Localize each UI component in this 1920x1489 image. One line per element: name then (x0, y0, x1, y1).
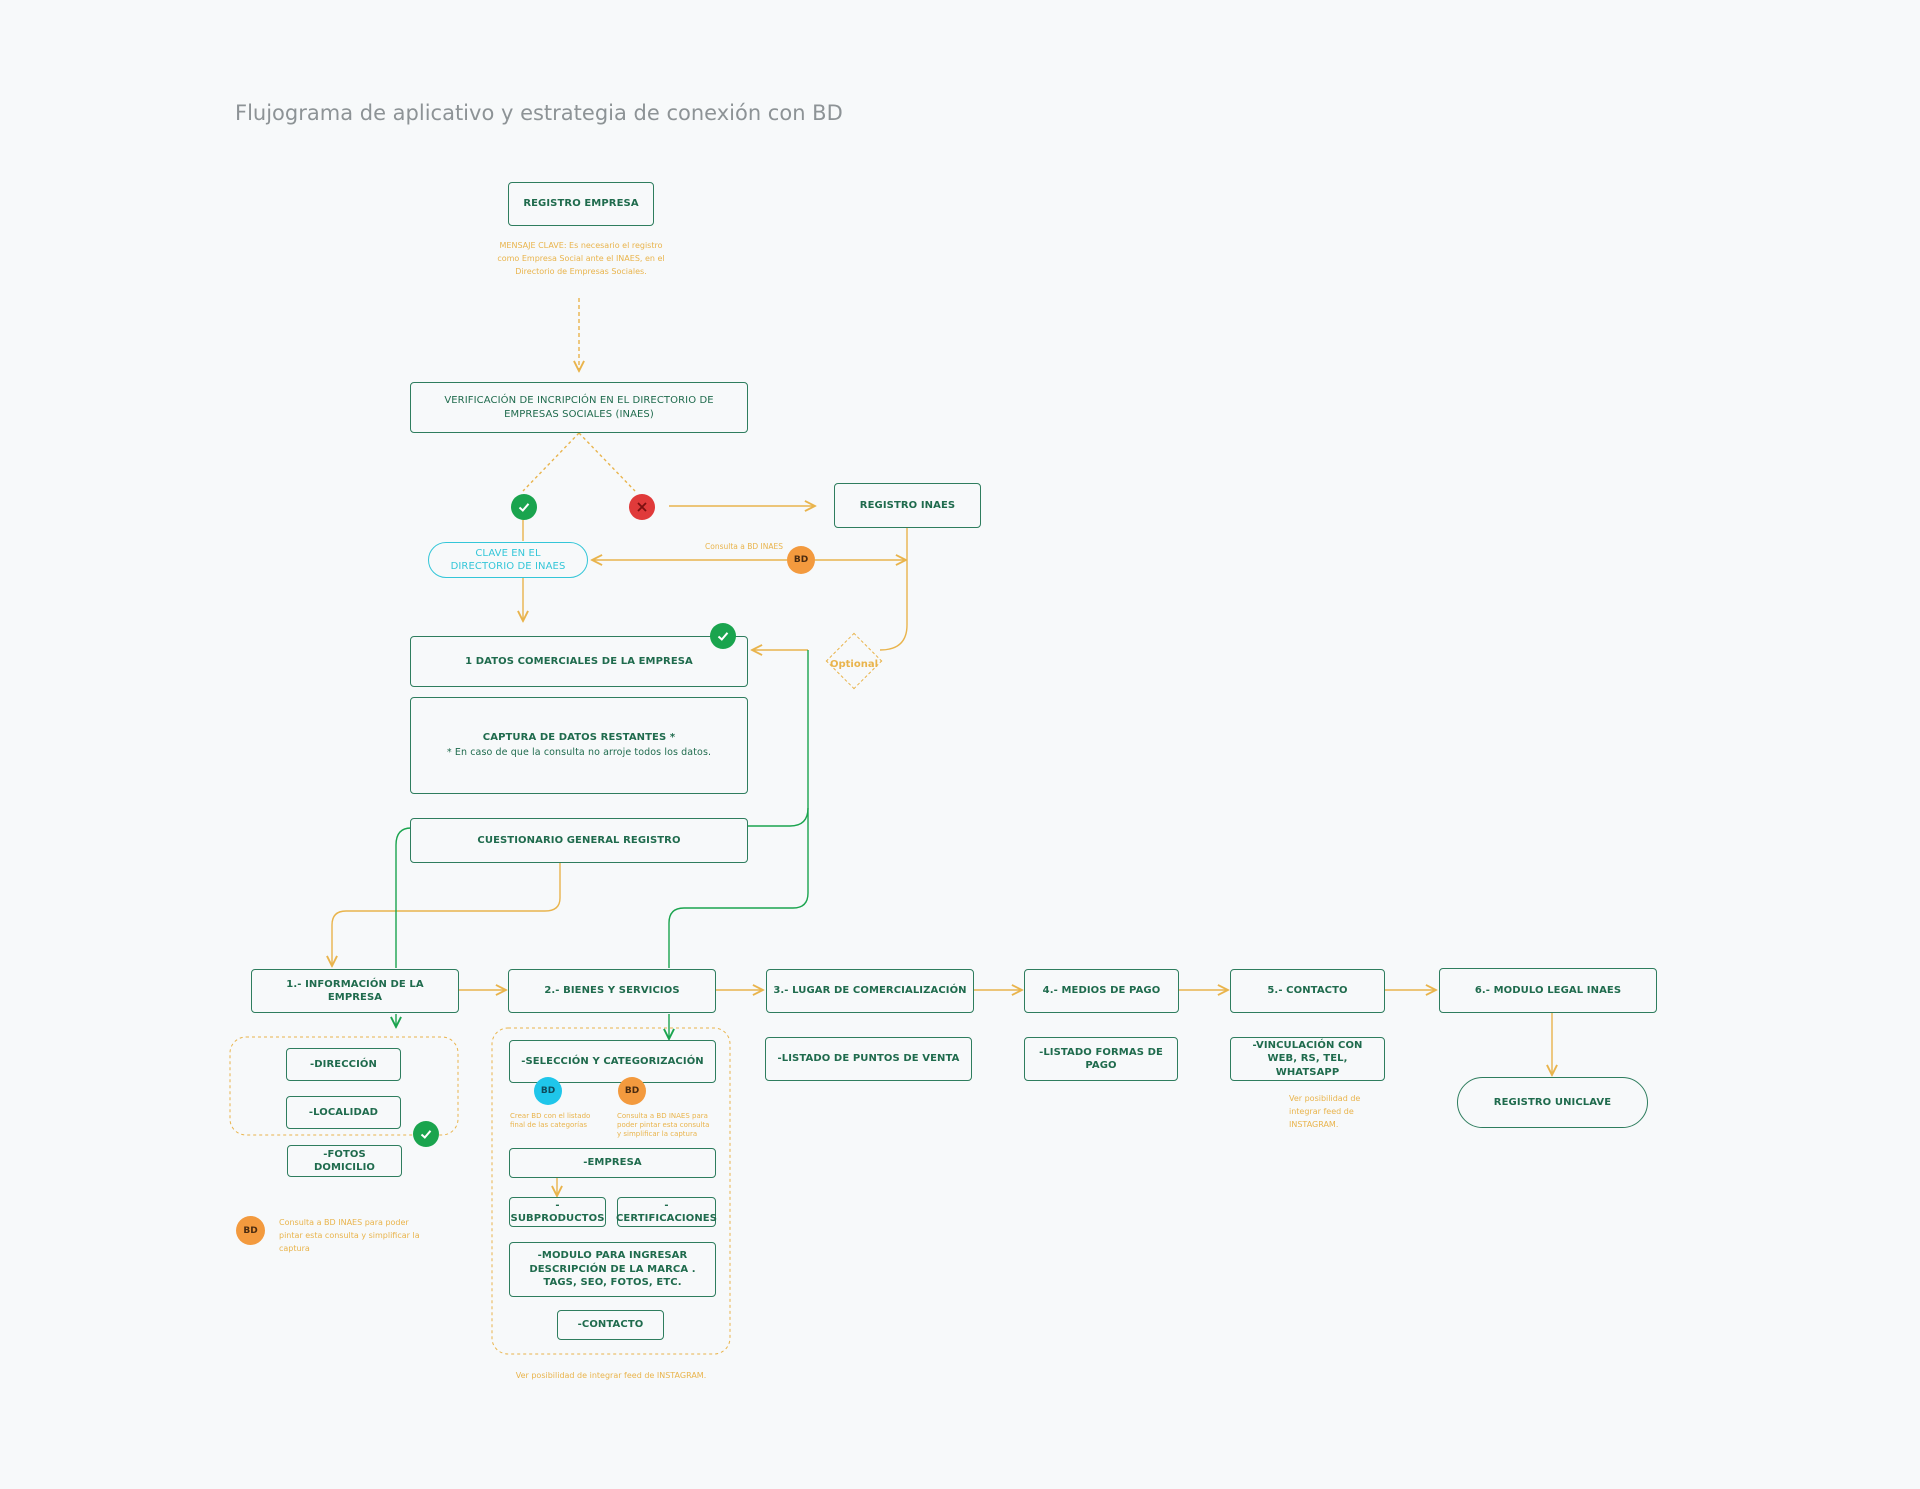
captura-datos-node[interactable]: CAPTURA DE DATOS RESTANTES * * En caso d… (410, 697, 748, 794)
item-vinculacion-web[interactable]: -VINCULACIÓN CON WEB, RS, TEL, WHATSAPP (1230, 1037, 1385, 1081)
bd-database-icon: BD (534, 1077, 562, 1105)
bd-database-icon: BD (618, 1077, 646, 1105)
contacto-instagram-note: Ver posibilidad de integrar feed de INST… (1289, 1094, 1361, 1129)
bd-database-icon: BD (787, 546, 815, 574)
check-icon (511, 494, 537, 520)
captura-title: CAPTURA DE DATOS RESTANTES * (482, 731, 676, 743)
item-puntos-venta[interactable]: -LISTADO DE PUNTOS DE VENTA (765, 1037, 972, 1081)
step-bienes-servicios[interactable]: 2.- BIENES Y SERVICIOS (508, 969, 716, 1013)
registro-inaes-node[interactable]: REGISTRO INAES (834, 483, 981, 528)
item-direccion[interactable]: -DIRECCIÓN (286, 1048, 401, 1081)
step-contacto[interactable]: 5.- CONTACTO (1230, 969, 1385, 1013)
info-group-outline (229, 1036, 459, 1136)
categorias-bd-note: Crear BD con el listado final de las cat… (510, 1112, 591, 1130)
item-seleccion-categorizacion[interactable]: -SELECCIÓN Y CATEGORIZACIÓN (509, 1040, 716, 1083)
mensaje-clave-note: MENSAJE CLAVE: Es necesario el registro … (497, 241, 665, 276)
item-formas-pago[interactable]: -LISTADO FORMAS DE PAGO (1024, 1037, 1178, 1081)
consulta-bd-inaes-note: Consulta a BD INAES (705, 542, 783, 551)
registro-empresa-node[interactable]: REGISTRO EMPRESA (508, 182, 654, 226)
optional-label: Optional (829, 659, 879, 670)
step-informacion-empresa[interactable]: 1.- INFORMACIÓN DE LA EMPRESA (251, 969, 459, 1013)
line-cuestionario-to-info (332, 863, 561, 966)
item-subproductos[interactable]: -SUBPRODUCTOS (509, 1197, 606, 1227)
item-localidad[interactable]: -LOCALIDAD (286, 1096, 401, 1129)
item-certificaciones[interactable]: -CERTIFICACIONES (616, 1197, 717, 1227)
green-line-right (748, 650, 809, 827)
step-modulo-legal-inaes[interactable]: 6.- MODULO LEGAL INAES (1439, 968, 1657, 1013)
item-contacto[interactable]: -CONTACTO (557, 1310, 664, 1340)
green-line-to-bienes (668, 808, 809, 968)
clave-directorio-node[interactable]: CLAVE EN EL DIRECTORIO DE INAES (428, 542, 588, 578)
item-empresa[interactable]: -EMPRESA (509, 1148, 716, 1178)
close-icon (629, 494, 655, 520)
consulta-bd-note: Consulta a BD INAES para poder pintar es… (617, 1112, 710, 1139)
bienes-group-outline (491, 1027, 731, 1355)
info-bd-note: Consulta a BD INAES para poder pintar es… (279, 1218, 420, 1253)
step-lugar-comercializacion[interactable]: 3.- LUGAR DE COMERCIALIZACIÓN (766, 969, 974, 1013)
item-fotos-domicilio[interactable]: -FOTOS DOMICILIO (287, 1145, 402, 1177)
page-title: Flujograma de aplicativo y estrategia de… (235, 101, 843, 125)
line-inaes-down (879, 528, 908, 651)
verificacion-node[interactable]: VERIFICACIÓN DE INCRIPCIÓN EN EL DIRECTO… (410, 382, 748, 433)
cuestionario-node[interactable]: CUESTIONARIO GENERAL REGISTRO (410, 818, 748, 863)
datos-comerciales-node[interactable]: 1 DATOS COMERCIALES DE LA EMPRESA (410, 636, 748, 687)
item-modulo-descripcion[interactable]: -MODULO PARA INGRESAR DESCRIPCIÓN DE LA … (509, 1242, 716, 1297)
green-line-left (395, 827, 412, 968)
step-medios-pago[interactable]: 4.- MEDIOS DE PAGO (1024, 969, 1179, 1013)
registro-uniclave-node[interactable]: REGISTRO UNICLAVE (1457, 1077, 1648, 1128)
bd-database-icon: BD (236, 1216, 265, 1245)
dashed-branch-right (578, 432, 636, 492)
check-icon (413, 1121, 439, 1147)
dashed-branch-left (522, 432, 580, 492)
check-icon (710, 623, 736, 649)
captura-subtitle: * En caso de que la consulta no arroje t… (446, 747, 712, 759)
instagram-note: Ver posibilidad de integrar feed de INST… (515, 1371, 707, 1380)
